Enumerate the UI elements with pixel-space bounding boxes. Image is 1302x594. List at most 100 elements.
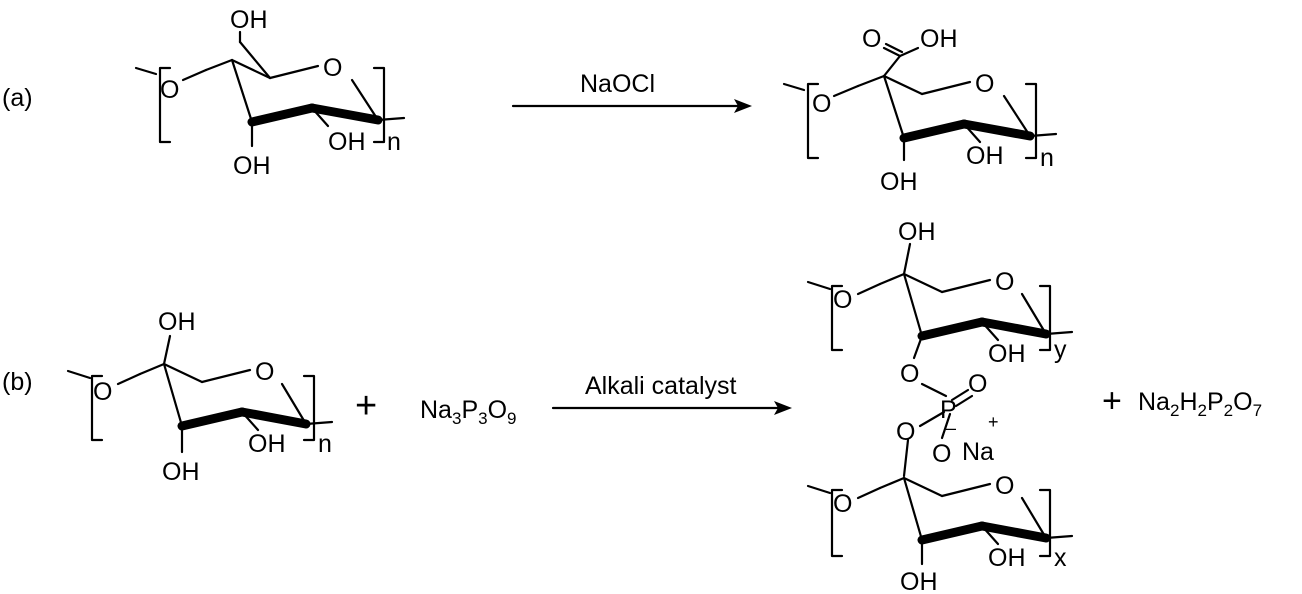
ring-wedge-bond: [917, 521, 987, 545]
oh-right: OH: [328, 128, 366, 156]
p-o-double-bond: [954, 394, 974, 408]
anionic-oxygen: O: [932, 440, 951, 468]
sodium-pyrophosphate: Na2H2P2O7: [1138, 388, 1262, 420]
reaction-arrow-head: [734, 99, 752, 113]
ring-wedge-bond: [977, 521, 1051, 543]
left-bracket: [830, 284, 844, 352]
chain-bond: [806, 484, 832, 495]
ring-bond: [940, 482, 992, 498]
repeat-unit-y: y: [1054, 336, 1067, 364]
acid-oh: OH: [920, 25, 958, 53]
left-bracket: [806, 82, 820, 160]
right-bracket: [302, 374, 316, 442]
ring-oxygen: O: [323, 54, 342, 82]
right-bracket: [1038, 284, 1052, 352]
ring-bond: [920, 80, 972, 96]
ring-bond: [200, 368, 252, 384]
ring-bond: [162, 362, 204, 384]
ring-bond: [902, 476, 924, 542]
ring-bond: [230, 58, 254, 124]
carboxyl-bond: [882, 54, 902, 78]
oh-right: OH: [966, 142, 1004, 170]
acid-oh-bond: [898, 46, 920, 58]
panel-a-product: O OH O O OH OH n: [782, 25, 1058, 196]
oh-bottom: OH: [162, 458, 200, 486]
ring-bond: [882, 74, 924, 96]
ch2-bond: [902, 242, 912, 276]
linker-oxygen: O: [833, 286, 852, 314]
ring-bond: [902, 272, 944, 294]
carbonyl-double-bond: [882, 46, 902, 58]
ring-wedge-bond: [977, 317, 1051, 339]
ring-bond: [902, 476, 944, 498]
p-o-bond: [918, 410, 946, 428]
ring-wedge-bond: [899, 119, 969, 143]
linker-oxygen: O: [833, 490, 852, 518]
reaction-arrow-head: [774, 401, 792, 415]
negative-charge: –: [946, 418, 956, 438]
ch2-bond: [162, 334, 172, 366]
ring-wedge-bond: [237, 407, 311, 429]
reagent-alkali-catalyst: Alkali catalyst: [585, 372, 736, 400]
panel-a-label: (a): [2, 84, 33, 112]
left-bracket: [158, 66, 172, 144]
oh-bottom: OH: [880, 168, 918, 196]
o-ch2-bond: [902, 438, 910, 478]
reagent-naocl: NaOCl: [580, 70, 655, 98]
ring-bond: [204, 58, 234, 72]
glycosidic-bond: [832, 84, 860, 98]
ring-bond: [138, 362, 166, 376]
oh-bond: [240, 410, 260, 432]
linker-oxygen: O: [160, 76, 179, 104]
ring-wedge-bond: [307, 103, 383, 125]
ring-oxygen: O: [975, 70, 994, 98]
o-p-bond: [920, 382, 948, 398]
oh-top: OH: [898, 218, 936, 246]
carbonyl-double-bond: [884, 42, 904, 54]
ring-wedge-bond: [959, 119, 1035, 141]
ring-bond: [1002, 94, 1032, 138]
ring-wedge-bond: [247, 103, 317, 127]
panel-b-reactant: OH O O OH OH n: [66, 308, 334, 486]
ring-bond: [230, 58, 272, 80]
ch2-bond: [238, 40, 272, 80]
oh-top: OH: [158, 308, 196, 336]
sodium-trimetaphosphate: Na3P3O9: [420, 396, 517, 428]
p-o-double-bond: [950, 388, 970, 402]
panel-a-reactant: OH O O OH OH n: [134, 6, 406, 180]
oh-right: OH: [988, 544, 1026, 572]
right-bracket: [1038, 488, 1052, 558]
panel-a-arrow: NaOCl: [511, 70, 752, 113]
oh-bond: [310, 106, 330, 128]
ester-oxygen-bottom: O: [896, 418, 915, 446]
ring-bond: [878, 476, 906, 490]
glycosidic-bond: [116, 372, 142, 386]
ring-bond: [882, 74, 906, 140]
repeat-unit-n: n: [1040, 144, 1054, 172]
ring-wedge-bond: [917, 317, 987, 341]
chain-bond: [134, 66, 158, 76]
phosphoryl-oxygen: O: [968, 370, 987, 398]
linker-oxygen: O: [812, 90, 831, 118]
oh-bottom: OH: [900, 568, 938, 594]
ring-bond: [878, 272, 906, 286]
right-bracket: [1024, 82, 1038, 160]
left-bracket: [830, 488, 844, 558]
oh-bond: [980, 524, 1000, 546]
plus-sign: +: [1102, 382, 1122, 420]
chain-bond: [376, 116, 406, 122]
chain-bond: [304, 420, 334, 426]
ring-bond: [350, 78, 380, 122]
ring-oxygen: O: [995, 268, 1014, 296]
chain-bond: [782, 82, 806, 92]
right-bracket: [372, 66, 386, 144]
repeat-unit-n: n: [387, 128, 401, 156]
glycosidic-bond: [856, 486, 882, 500]
chain-bond: [806, 280, 832, 291]
oh-top: OH: [230, 6, 268, 34]
oh-right: OH: [988, 340, 1026, 368]
panel-b-product-lower: O O OH OH x: [806, 472, 1074, 594]
glycosidic-bond: [181, 68, 208, 82]
ring-bond: [268, 64, 320, 80]
